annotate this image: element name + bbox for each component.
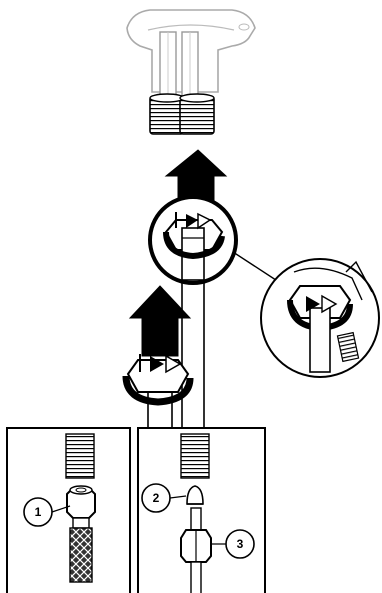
braided-hose-panel: 1 <box>6 427 131 593</box>
magnifier-circle-icon <box>148 195 238 285</box>
tighten-arrow-icon <box>128 285 192 357</box>
supply-tube-panel: 2 3 <box>137 427 266 593</box>
shank-threads-icon <box>149 93 215 135</box>
braided-hose-icon <box>69 527 93 583</box>
rotation-arrow-icon <box>122 354 194 406</box>
callout-2 <box>141 483 171 513</box>
compression-nut-icon <box>66 485 96 519</box>
faucet-base-icon <box>126 9 256 97</box>
callout-3-label: 3 <box>237 537 244 551</box>
callout-1-label: 1 <box>35 505 42 519</box>
compression-nut-icon <box>180 529 212 563</box>
callout-3 <box>225 529 255 559</box>
magnifier-circle-icon <box>260 258 380 378</box>
callout-2-label: 2 <box>153 491 160 505</box>
callout-1 <box>23 497 53 527</box>
ferrule-icon <box>186 485 204 505</box>
rotation-arrow-icon <box>163 212 225 260</box>
